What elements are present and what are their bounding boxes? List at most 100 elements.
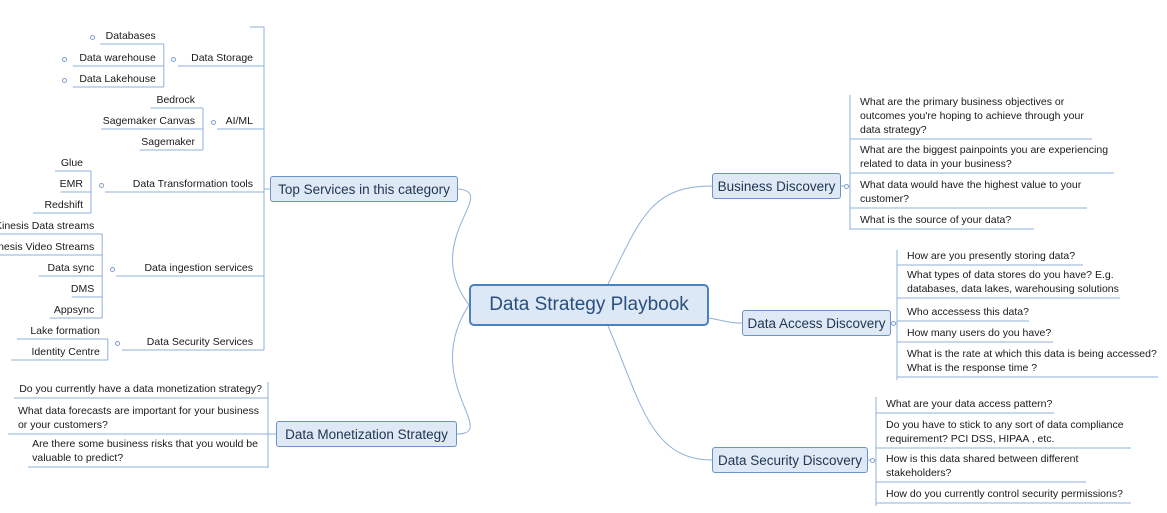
service-item[interactable]: Redshift xyxy=(44,198,83,212)
service-item[interactable]: Databases xyxy=(106,29,156,43)
text-line: Data ingestion services xyxy=(144,262,253,274)
text-line: DMS xyxy=(70,283,95,295)
question-item[interactable]: Are there some business risks that you w… xyxy=(32,437,258,465)
text-line: What types of data stores do you have? E… xyxy=(907,269,1114,281)
question-item[interactable]: What data would have the highest value t… xyxy=(860,178,1081,206)
group-data-ingestion-services[interactable]: Data ingestion services xyxy=(144,261,253,275)
text-line: What are your data access pattern? xyxy=(886,398,1053,410)
text-line: Lake formation xyxy=(30,325,100,337)
group-data-security-services[interactable]: Data Security Services xyxy=(147,335,253,349)
question-item[interactable]: How do you currently control security pe… xyxy=(886,487,1123,501)
text-line: What is the response time ? xyxy=(907,362,1038,374)
text-line: What is the source of your data? xyxy=(860,214,1012,226)
service-item[interactable]: Data Lakehouse xyxy=(79,72,155,86)
group-data-transformation-tools[interactable]: Data Transformation tools xyxy=(133,177,253,191)
service-item[interactable]: Sagemaker Canvas xyxy=(103,114,195,128)
text-line: What data forecasts are important for yo… xyxy=(17,405,259,417)
service-item[interactable]: Glue xyxy=(61,156,83,170)
text-line: Sagemaker xyxy=(141,136,195,148)
question-item[interactable]: Who accessess this data? xyxy=(907,305,1029,319)
text-line: stakeholders? xyxy=(886,467,952,479)
question-item[interactable]: Do you have to stick to any sort of data… xyxy=(886,418,1124,446)
text-line: Are there some business risks that you w… xyxy=(32,438,258,450)
topic-data-monetization[interactable]: Data Monetization Strategy xyxy=(276,421,457,447)
group-toggle-icon[interactable] xyxy=(171,56,177,62)
group-toggle-icon[interactable] xyxy=(115,340,121,346)
service-item[interactable]: Identity Centre xyxy=(32,345,100,359)
expand-plus-icon[interactable] xyxy=(89,34,95,40)
question-item[interactable]: How many users do you have? xyxy=(907,326,1051,340)
service-item[interactable]: EMR xyxy=(60,177,83,191)
text-line: EMR xyxy=(59,178,83,190)
text-line: or your customers? xyxy=(17,419,108,431)
text-line: outcomes you're hoping to achieve throug… xyxy=(860,110,1084,122)
text-line: What are the biggest painpoints you are … xyxy=(860,144,1109,156)
question-item[interactable]: What types of data stores do you have? E… xyxy=(907,268,1119,296)
text-line: Kinesis Video Streams xyxy=(0,241,95,253)
question-item[interactable]: Do you currently have a data monetizatio… xyxy=(19,382,262,396)
text-line: Do you currently have a data monetizatio… xyxy=(19,383,262,395)
branch-toggle-icon[interactable] xyxy=(890,320,896,326)
text-line: What are the primary business objectives… xyxy=(860,96,1065,108)
question-item[interactable]: What is the source of your data? xyxy=(860,213,1011,227)
service-item[interactable]: Data warehouse xyxy=(79,51,155,65)
service-item[interactable]: DMS xyxy=(71,282,94,296)
root-topic[interactable]: Data Strategy Playbook xyxy=(469,284,709,326)
question-item[interactable]: What data forecasts are important for yo… xyxy=(18,404,259,432)
text-line: Do you have to stick to any sort of data… xyxy=(886,419,1124,431)
expand-plus-icon[interactable] xyxy=(62,77,68,83)
topic-data-access-discovery[interactable]: Data Access Discovery xyxy=(742,310,891,336)
text-line: Redshift xyxy=(44,199,83,211)
expand-plus-icon[interactable] xyxy=(62,56,68,62)
question-item[interactable]: What are your data access pattern? xyxy=(886,397,1052,411)
curve-root-security xyxy=(607,325,713,461)
text-line: Kinesis Data streams xyxy=(0,220,95,232)
topic-data-security-discovery[interactable]: Data Security Discovery xyxy=(712,447,868,473)
text-line: Glue xyxy=(60,157,83,169)
text-line: What data would have the highest value t… xyxy=(860,179,1082,191)
text-line: How many users do you have? xyxy=(907,327,1052,339)
topic-business-discovery[interactable]: Business Discovery xyxy=(712,173,841,199)
text-line: How is this data shared between differen… xyxy=(886,453,1079,465)
curve-root-business xyxy=(607,185,713,285)
question-item[interactable]: What are the biggest painpoints you are … xyxy=(860,143,1108,171)
curve-root-access xyxy=(708,317,743,324)
text-line: Data sync xyxy=(47,262,95,274)
text-line: customer? xyxy=(860,193,910,205)
text-line: Data warehouse xyxy=(79,52,156,64)
question-item[interactable]: How are you presently storing data? xyxy=(907,249,1075,263)
text-line: data strategy? xyxy=(860,124,927,136)
group-toggle-icon[interactable] xyxy=(109,266,115,272)
service-item[interactable]: Sagemaker xyxy=(141,135,195,149)
curve-root-monetization xyxy=(452,304,471,435)
text-line: Appsync xyxy=(53,304,95,316)
question-item[interactable]: What are the primary business objectives… xyxy=(860,95,1084,137)
text-line: How do you currently control security pe… xyxy=(886,488,1123,500)
question-item[interactable]: What is the rate at which this data is b… xyxy=(907,347,1157,375)
text-line: Data Security Services xyxy=(146,336,253,348)
text-line: Who accessess this data? xyxy=(907,306,1029,318)
group-toggle-icon[interactable] xyxy=(98,182,104,188)
text-line: Data Storage xyxy=(191,52,253,64)
text-line: Databases xyxy=(105,30,156,42)
service-item[interactable]: Kinesis Data streams xyxy=(0,219,94,233)
group-toggle-icon[interactable] xyxy=(210,119,216,125)
group-ai-ml[interactable]: AI/ML xyxy=(226,114,253,128)
service-item[interactable]: Kinesis Video Streams xyxy=(0,240,94,254)
text-line: Bedrock xyxy=(156,94,195,106)
text-line: Identity Centre xyxy=(31,346,100,358)
branch-toggle-icon[interactable] xyxy=(869,457,875,463)
service-item[interactable]: Data sync xyxy=(48,261,95,275)
service-item[interactable]: Lake formation xyxy=(30,324,99,338)
branch-toggle-icon[interactable] xyxy=(843,183,849,189)
service-item[interactable]: Appsync xyxy=(54,303,94,317)
topic-top-services[interactable]: Top Services in this category xyxy=(270,176,458,202)
question-item[interactable]: How is this data shared between differen… xyxy=(886,452,1078,480)
service-item[interactable]: Bedrock xyxy=(156,93,195,107)
text-line: AI/ML xyxy=(225,115,253,127)
text-line: Data Lakehouse xyxy=(79,73,156,85)
group-data-storage[interactable]: Data Storage xyxy=(191,51,253,65)
curve-root-top-services xyxy=(452,188,472,306)
text-line: What is the rate at which this data is b… xyxy=(907,348,1157,360)
